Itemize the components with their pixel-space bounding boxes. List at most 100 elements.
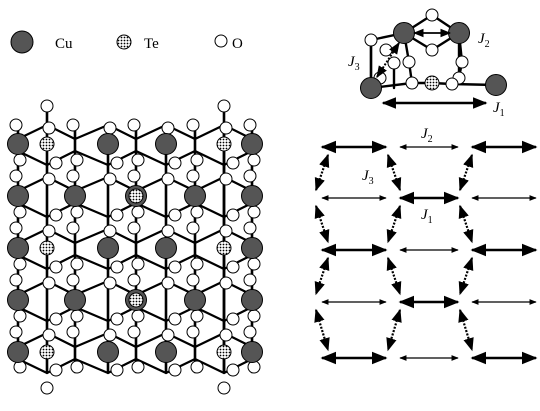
o-atom xyxy=(110,156,124,170)
o-atom xyxy=(131,205,145,219)
o-atom xyxy=(190,360,204,374)
o-atom xyxy=(66,118,80,132)
o-atom xyxy=(110,208,124,222)
o-atom xyxy=(49,363,63,377)
o-atom xyxy=(66,221,80,235)
o-atom xyxy=(190,309,204,323)
o-atom xyxy=(103,276,117,290)
o-atom xyxy=(168,312,182,326)
te-atom xyxy=(128,188,144,204)
o-atom xyxy=(226,156,240,170)
o-atom xyxy=(168,260,182,274)
o-atom xyxy=(168,363,182,377)
j3-arrow-v xyxy=(458,256,474,296)
atoms xyxy=(7,99,263,395)
bond xyxy=(193,331,226,349)
te-atom xyxy=(39,344,55,360)
bond xyxy=(134,253,168,271)
cu-atom xyxy=(64,185,86,207)
bond xyxy=(193,253,226,271)
o-atom xyxy=(219,276,233,290)
o-atom xyxy=(70,309,84,323)
o-atom xyxy=(379,43,393,57)
legend-o-label: O xyxy=(232,36,243,52)
j3-arrow-v xyxy=(458,308,474,352)
o-atom xyxy=(190,257,204,271)
cu-atom xyxy=(485,74,507,96)
bond xyxy=(193,149,226,167)
cu-atom xyxy=(97,133,119,155)
o-atom xyxy=(405,76,419,90)
o-atom xyxy=(9,169,23,183)
o-atom xyxy=(455,55,469,69)
j3-arrow-v xyxy=(386,153,402,192)
bond xyxy=(73,253,110,271)
o-atom xyxy=(70,153,84,167)
j3-label-network: J3 xyxy=(362,168,374,187)
o-atom xyxy=(49,156,63,170)
o-atom xyxy=(190,205,204,219)
o-atom xyxy=(186,118,200,132)
o-atom xyxy=(13,153,27,167)
exchange-unit-diagram xyxy=(360,8,507,109)
o-atom xyxy=(70,205,84,219)
o-atom xyxy=(110,260,124,274)
o-atom xyxy=(49,312,63,326)
j1-label-unit: J1 xyxy=(493,100,505,119)
bond xyxy=(193,123,226,141)
o-atom xyxy=(9,118,23,132)
o-atom xyxy=(66,273,80,287)
o-atom xyxy=(186,221,200,235)
bond xyxy=(134,331,168,349)
te-atom xyxy=(216,240,232,256)
o-atom xyxy=(131,309,145,323)
cu-atom-icon xyxy=(10,30,34,54)
o-atom xyxy=(168,208,182,222)
o-atom xyxy=(13,257,27,271)
o-atom xyxy=(219,224,233,238)
cu-atom xyxy=(97,341,119,363)
te-atom xyxy=(39,136,55,152)
legend-cu-label: Cu xyxy=(55,36,73,52)
o-atom xyxy=(247,257,261,271)
legend-te-label: Te xyxy=(144,36,159,52)
o-atom xyxy=(40,381,54,395)
o-atom xyxy=(247,153,261,167)
o-atom-icon xyxy=(214,34,228,48)
o-atom xyxy=(42,328,56,342)
o-atom xyxy=(247,205,261,219)
cu-atom xyxy=(7,133,29,155)
legend: Cu Te O xyxy=(10,30,243,54)
j3-arrow-v xyxy=(314,204,330,244)
j3-arrow-v xyxy=(386,204,402,244)
o-atom xyxy=(445,77,459,91)
o-atom xyxy=(186,273,200,287)
cu-atom xyxy=(393,22,415,44)
j3-arrow-v xyxy=(314,153,330,192)
bond xyxy=(73,331,110,349)
cu-atom xyxy=(7,289,29,311)
te-atom xyxy=(424,75,440,91)
cu-atom xyxy=(448,22,470,44)
o-atom xyxy=(70,360,84,374)
o-atom xyxy=(13,205,27,219)
o-atom xyxy=(103,224,117,238)
o-atom xyxy=(9,325,23,339)
o-atom xyxy=(42,224,56,238)
o-atom xyxy=(217,99,231,113)
o-atom xyxy=(247,309,261,323)
cu-atom xyxy=(241,341,263,363)
te-atom-icon xyxy=(116,34,132,50)
j3-arrow-v xyxy=(458,153,474,192)
cu-atom xyxy=(241,185,263,207)
cu-atom xyxy=(184,289,206,311)
o-atom xyxy=(49,260,63,274)
bond xyxy=(134,123,168,141)
te-atom xyxy=(128,292,144,308)
o-atom xyxy=(226,312,240,326)
o-atom xyxy=(127,273,141,287)
o-atom xyxy=(49,208,63,222)
o-atom xyxy=(243,118,257,132)
o-atom xyxy=(42,276,56,290)
